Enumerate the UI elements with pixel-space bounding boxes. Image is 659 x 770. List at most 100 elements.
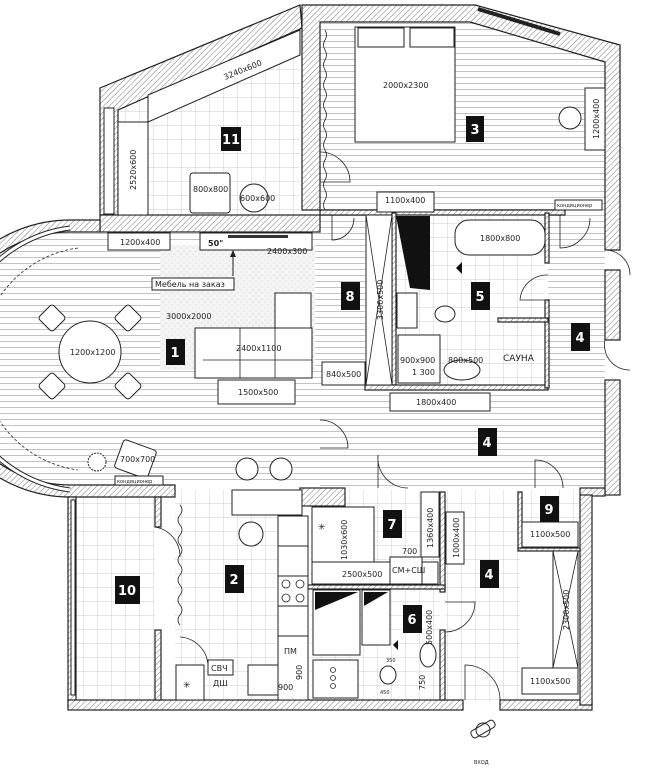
room-numbers: 11 3 1 8 5 4 4 2 10 7 6 4 9 xyxy=(115,116,590,633)
closet-9-label: 1100x500 xyxy=(530,530,570,539)
room-number-6: 6 xyxy=(407,613,416,628)
doors[interactable] xyxy=(154,151,631,701)
shower-label: 900x900 xyxy=(400,356,435,365)
door-room-6 xyxy=(444,601,476,633)
dining-table xyxy=(58,320,122,384)
door-room-9 xyxy=(534,459,564,489)
custom-furniture-note xyxy=(151,277,235,291)
wardrobe-8-label: 3300x500 xyxy=(376,280,385,320)
armchair-1 xyxy=(114,439,157,479)
entrance[interactable]: ВХОД xyxy=(470,719,497,766)
shower-line-label: 1 300 xyxy=(412,368,435,377)
coffee-table xyxy=(217,379,296,405)
tv-size-label: 50" xyxy=(208,239,223,248)
curtains xyxy=(0,29,327,626)
wc-350-label: 350 xyxy=(386,658,396,664)
microwave-label: СВЧ xyxy=(211,664,228,673)
wardrobe-hall-small-label: 1100x500 xyxy=(530,677,570,686)
table-11 xyxy=(239,183,269,213)
dresser-3-label: 1200x400 xyxy=(592,99,601,139)
room-number-7: 7 xyxy=(387,518,396,533)
room-number-4-corridor-right: 4 xyxy=(575,331,584,346)
floor-corridor-right xyxy=(548,213,605,388)
room-number-9: 9 xyxy=(544,503,553,518)
sofa-label: 2400x1100 xyxy=(236,344,281,353)
room-11-furniture: 3240x600 2520x600 800x800 600x600 xyxy=(117,29,301,216)
table-11-label: 600x600 xyxy=(240,194,275,203)
laundry-tall-label: 1360x400 xyxy=(426,508,435,548)
door-room-8 xyxy=(331,215,355,241)
tv-stand-label: 2400x300 xyxy=(267,247,307,256)
exhaust-icon: ✳ xyxy=(183,681,191,691)
cooktop xyxy=(277,575,309,607)
hall-cabinet xyxy=(389,392,491,412)
ac-living-label: кондиционер xyxy=(117,479,152,485)
door-balcony xyxy=(604,249,631,371)
kitchen-furniture: ПМ 900 ✳ СВЧ ДШ 900 xyxy=(175,489,309,701)
wardrobe-8-small-label: 840x500 xyxy=(326,370,361,379)
room-number-10: 10 xyxy=(118,584,136,599)
laundry-shelf-label: 1030x600 xyxy=(340,520,349,560)
windows[interactable] xyxy=(0,7,561,696)
cabinet-3 xyxy=(376,191,435,213)
sink-6-label: 500x400 xyxy=(425,610,434,645)
wardrobe-hall-label: 2300x500 xyxy=(562,590,571,630)
door-corridor xyxy=(559,215,591,249)
window-bedroom xyxy=(477,7,561,36)
dresser-3 xyxy=(584,87,606,151)
entrance-label: ВХОД xyxy=(474,760,489,766)
window-room-10 xyxy=(70,499,76,696)
walls xyxy=(0,4,621,711)
room-number-4-corridor: 4 xyxy=(482,436,491,451)
room-number-3: 3 xyxy=(470,123,479,138)
oven-label: ДШ xyxy=(213,679,228,688)
rug-label: 3000x2000 xyxy=(166,312,211,321)
hall-furniture: 1100x500 2300x500 1100x500 xyxy=(521,521,579,695)
washer-dryer-label: СМ+СШ xyxy=(392,566,425,575)
wc-750-label: 750 xyxy=(418,675,427,690)
sink-5-label: 800x500 xyxy=(448,356,483,365)
laundry-counter-label: 2500x500 xyxy=(342,570,382,579)
dining-table-label: 1200x1200 xyxy=(70,348,115,357)
kitchen-900a-label: 900 xyxy=(295,665,304,680)
door-kitchen xyxy=(179,636,209,666)
door-entrance xyxy=(464,664,501,701)
door-bedroom xyxy=(319,151,351,183)
cabinet-3-label: 1100x400 xyxy=(385,196,425,205)
bathtub xyxy=(454,219,546,256)
exhaust-icon: ✳ xyxy=(318,523,326,533)
plant xyxy=(87,452,107,472)
kitchen-sink xyxy=(247,664,279,696)
custom-furniture-label: Мебель на заказ xyxy=(155,280,225,289)
kitchen-900b-label: 900 xyxy=(278,683,293,692)
coffee-table-label: 1500x500 xyxy=(238,388,278,397)
hall-cabinet-label: 1800x400 xyxy=(416,398,456,407)
ac-bedroom-label: кондиционер xyxy=(557,203,592,209)
room-number-4-hall: 4 xyxy=(484,568,493,583)
laundry-wc-furniture: ✳ 1030x600 2500x500 СМ+СШ 1360x400 700 1… xyxy=(311,491,465,699)
bed-label: 2000x2300 xyxy=(383,81,428,90)
sofa xyxy=(194,327,313,379)
ac-bedroom xyxy=(554,199,603,211)
shelf-11-left-label: 2520x600 xyxy=(129,150,138,190)
armchair-11-label: 800x800 xyxy=(193,185,228,194)
laundry-700-label: 700 xyxy=(402,547,417,556)
bath-furniture: 3300x500 840x500 1800x800 900x900 1 300 … xyxy=(321,214,546,412)
room-number-5: 5 xyxy=(475,290,484,305)
armchair-11 xyxy=(189,172,231,214)
sideboard-1-label: 1200x400 xyxy=(120,238,160,247)
room-number-1: 1 xyxy=(170,346,179,361)
hall-console xyxy=(445,511,465,565)
dishwasher-label: ПМ xyxy=(284,647,297,656)
bathtub-label: 1800x800 xyxy=(480,234,520,243)
room-number-11: 11 xyxy=(222,133,240,148)
window-room-11 xyxy=(103,107,115,215)
room-number-2: 2 xyxy=(229,573,238,588)
door-room-10 xyxy=(154,526,181,558)
bedroom-furniture: 2000x2300 1200x400 1100x400 кондиционер xyxy=(354,26,606,213)
sideboard-1 xyxy=(107,232,171,251)
door-bath xyxy=(519,274,549,301)
person-icon xyxy=(475,722,491,738)
microwave xyxy=(207,659,234,676)
